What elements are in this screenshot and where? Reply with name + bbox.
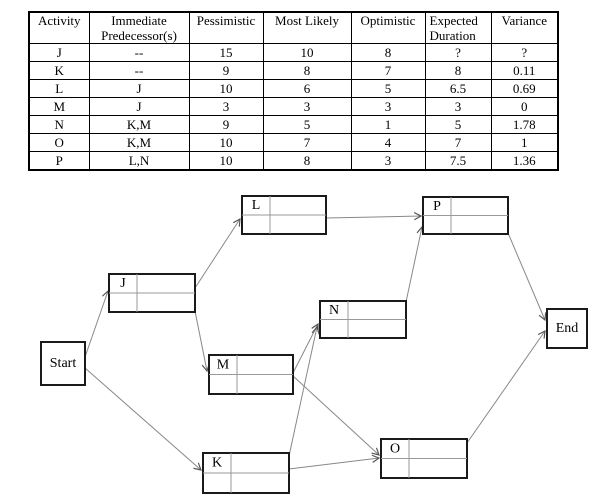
- column-header: Expected Duration: [424, 11, 492, 45]
- node-M: M: [208, 354, 294, 395]
- edge-N-P: [405, 225, 425, 303]
- node-label: N: [329, 303, 339, 318]
- edge-L-P: [325, 212, 423, 221]
- edge-K-N: [288, 325, 320, 457]
- node-label: End: [556, 321, 579, 336]
- table-cell: 0.11: [490, 61, 559, 81]
- nodes-layer: Start J L M K N O P End: [40, 195, 588, 494]
- table-cell: 1.78: [490, 115, 559, 135]
- node-label: O: [390, 441, 400, 456]
- table-cell: 6.5: [424, 79, 492, 99]
- column-header: Immediate Predecessor(s): [88, 11, 190, 45]
- node-J: J: [108, 273, 196, 313]
- node-label: P: [433, 199, 441, 214]
- edges-layer: [84, 212, 547, 471]
- node-box: [40, 341, 86, 386]
- column-header: Pessimistic: [188, 11, 264, 45]
- node-label: K: [212, 456, 222, 471]
- node-O: O: [380, 438, 468, 479]
- node-P: P: [422, 196, 509, 235]
- node-label: M: [217, 357, 230, 372]
- edge-M-N: [292, 322, 319, 374]
- edge-J-M: [194, 310, 210, 373]
- table-cell: K,M: [88, 133, 190, 153]
- node-label: Start: [50, 356, 77, 371]
- table-cell: 15: [188, 43, 264, 63]
- column-header: Optimistic: [350, 11, 426, 45]
- table-cell: 10: [188, 151, 264, 171]
- edge-Start-J: [84, 289, 110, 358]
- edge-M-O: [292, 375, 380, 456]
- edge-P-End: [507, 232, 547, 322]
- node-label: J: [120, 276, 126, 291]
- node-Start: Start: [40, 341, 86, 386]
- edge-J-L: [194, 217, 241, 289]
- node-K: K: [202, 452, 290, 494]
- table-cell: 1.36: [490, 151, 559, 171]
- edge-Start-K: [84, 367, 202, 471]
- node-N: N: [319, 300, 407, 339]
- node-End: End: [546, 308, 588, 349]
- column-header: Variance: [490, 11, 559, 45]
- node-L: L: [241, 195, 327, 235]
- edge-O-End: [466, 329, 546, 444]
- node-label: L: [252, 198, 261, 213]
- edge-K-O: [288, 454, 381, 470]
- table-cell: 7: [262, 133, 352, 153]
- node-box: [546, 308, 588, 349]
- table-cell: 1: [490, 133, 559, 153]
